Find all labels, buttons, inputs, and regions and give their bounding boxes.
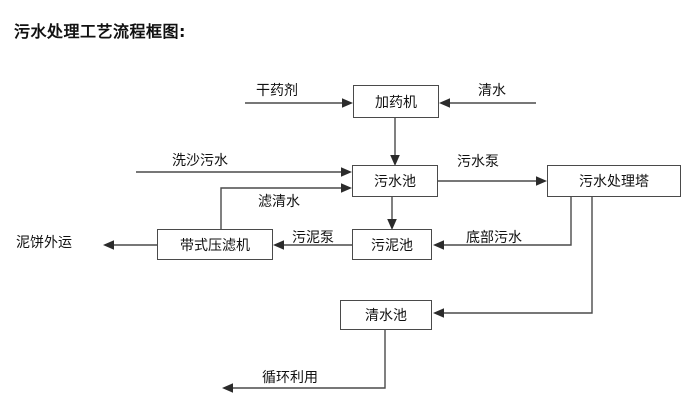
edge-sludge-pump-to-belt-press: [273, 240, 352, 250]
edge-label-clean-water: 清水: [478, 83, 506, 99]
edge-label-bottom-sewage: 底部污水: [466, 230, 522, 246]
edge-label-sewage-pump: 污水泵: [457, 154, 499, 170]
node-sewage-treatment-tower[interactable]: 污水处理塔: [547, 165, 681, 197]
node-label: 污水处理塔: [579, 174, 649, 190]
edge-label-filtrate-water: 滤清水: [258, 194, 300, 210]
edge-dry-agent-to-dosing: [245, 98, 353, 108]
node-label: 污水池: [374, 174, 416, 190]
node-label: 带式压滤机: [180, 237, 250, 254]
edge-clean-water-to-dosing: [439, 98, 536, 108]
node-dosing-machine[interactable]: 加药机: [353, 85, 439, 118]
node-sludge-pool[interactable]: 污泥池: [352, 229, 432, 260]
edge-belt-press-to-mud-cake: [103, 240, 157, 250]
edge-label-sand-washing-sewage: 洗沙污水: [172, 153, 228, 169]
node-label: 加药机: [375, 94, 417, 111]
terminal-mud-cake-transport: 泥饼外运: [16, 235, 72, 251]
edge-sand-sewage-to-sewage-pool: [136, 167, 352, 177]
edge-tower-to-clear-pool: [433, 197, 593, 318]
edge-label-dry-agent: 干药剂: [256, 83, 298, 99]
edge-label-sludge-pump: 污泥泵: [292, 230, 334, 246]
edge-label-recycle-use: 循环利用: [262, 370, 318, 386]
page-title: 污水处理工艺流程框图:: [14, 22, 186, 41]
edge-sewage-pool-to-tower: [438, 176, 547, 186]
edge-filtrate-to-sewage-pool: [220, 183, 352, 229]
node-belt-filter-press[interactable]: 带式压滤机: [157, 229, 273, 260]
edge-dosing-to-sewage-pool: [390, 118, 400, 166]
node-label: 清水池: [365, 308, 407, 324]
edge-bottom-sewage-to-sludge-pool: [433, 197, 572, 250]
node-clear-water-pool[interactable]: 清水池: [340, 300, 432, 330]
node-label: 污泥池: [371, 237, 413, 254]
node-sewage-pool[interactable]: 污水池: [352, 165, 438, 197]
edge-sewage-pool-to-sludge-pool: [387, 197, 397, 230]
edge-clear-pool-to-recycle: [222, 330, 386, 393]
